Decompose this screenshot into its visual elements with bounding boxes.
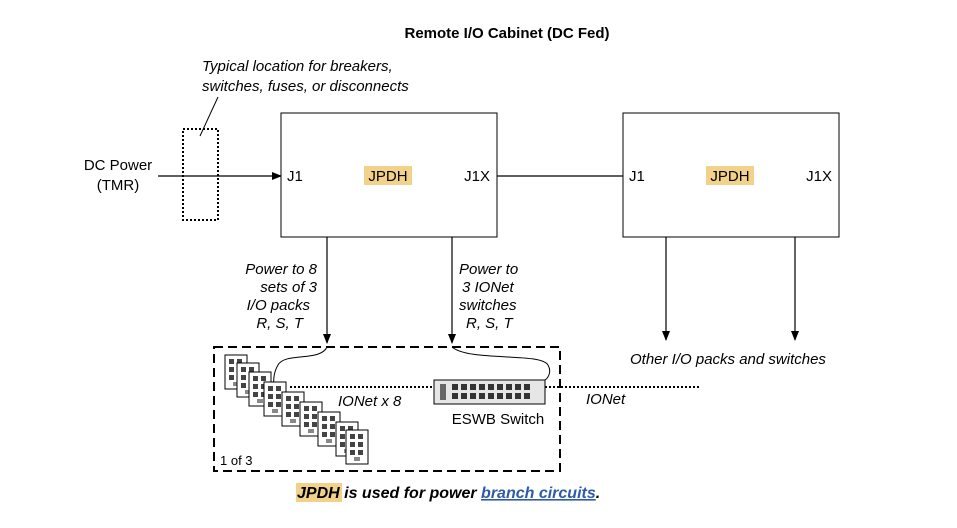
diagram-title: Remote I/O Cabinet (DC Fed) bbox=[404, 25, 609, 42]
switch-power-wire bbox=[451, 346, 551, 381]
power-switch-line-2: 3 IONet bbox=[462, 279, 515, 296]
left-jpdh-highlight bbox=[364, 166, 412, 185]
branch-circuits-link[interactable]: branch circuits bbox=[481, 485, 596, 502]
dc-power-label-2: (TMR) bbox=[97, 177, 139, 194]
note-leader-line bbox=[199, 96, 219, 137]
left-j1x-label: J1X bbox=[464, 168, 490, 185]
left-j1-label: J1 bbox=[287, 168, 303, 185]
caption-term: JPDH bbox=[297, 485, 340, 502]
note-line-2: switches, fuses, or disconnects bbox=[202, 78, 409, 95]
note-line-1: Typical location for breakers, bbox=[202, 58, 393, 75]
power-io-line-2: sets of 3 bbox=[260, 279, 317, 296]
power-io-line-4: R, S, T bbox=[256, 315, 305, 332]
left-jpdh-label: JPDH bbox=[368, 168, 407, 185]
caption-term-highlight bbox=[296, 483, 342, 502]
power-io-line-1: Power to 8 bbox=[245, 261, 317, 278]
right-jpdh-highlight bbox=[706, 166, 754, 185]
power-switch-line-4: R, S, T bbox=[466, 315, 515, 332]
power-io-line-3: I/O packs bbox=[247, 297, 311, 314]
caption-middle: is used for power bbox=[340, 485, 481, 502]
breaker-location-box bbox=[182, 128, 219, 221]
power-switch-line-1: Power to bbox=[459, 261, 518, 278]
io-pack-9 bbox=[345, 429, 369, 465]
dc-power-label-1: DC Power bbox=[84, 157, 152, 174]
ionet-x8-label: IONet x 8 bbox=[338, 393, 402, 410]
right-jpdh-label: JPDH bbox=[710, 168, 749, 185]
power-switch-line-3: switches bbox=[459, 297, 517, 314]
io-cabinet-enclosure bbox=[213, 346, 561, 472]
other-packs-label: Other I/O packs and switches bbox=[630, 351, 826, 368]
ionet-label: IONet bbox=[586, 391, 626, 408]
eswb-switch-label: ESWB Switch bbox=[452, 411, 545, 428]
eswb-switch bbox=[433, 379, 546, 405]
caption: JPDH is used for power branch circuits. bbox=[297, 485, 600, 502]
right-j1-label: J1 bbox=[629, 168, 645, 185]
caption-end: . bbox=[596, 485, 600, 502]
right-j1x-label: J1X bbox=[806, 168, 832, 185]
one-of-three-label: 1 of 3 bbox=[220, 453, 253, 468]
